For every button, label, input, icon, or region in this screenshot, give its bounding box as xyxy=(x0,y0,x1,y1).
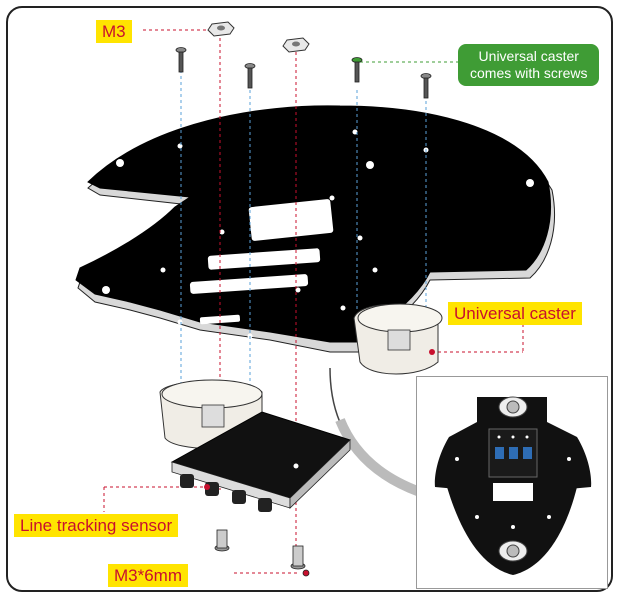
caster-icon xyxy=(353,303,443,375)
screw-icon xyxy=(175,47,432,99)
screw-icon xyxy=(214,529,310,577)
bottom-view-inset xyxy=(416,376,608,589)
wheel-belt xyxy=(335,418,422,497)
diagram-frame xyxy=(6,6,613,592)
sensor-board-icon xyxy=(170,411,351,512)
m3-screw-label: M3*6mm xyxy=(108,564,189,587)
screw-guide-lines xyxy=(180,70,427,440)
m3-nut-label: M3 xyxy=(96,20,132,43)
caster-icon xyxy=(498,396,528,562)
nut-icon xyxy=(282,37,310,53)
caster-screws-line2: comes with screws xyxy=(470,65,588,81)
bottom-view-diagram xyxy=(434,396,592,575)
caster-screws-line1: Universal caster xyxy=(478,48,579,64)
line-tracking-sensor-label: Line tracking sensor xyxy=(14,514,179,537)
universal-caster-label: Universal caster xyxy=(448,302,582,325)
caster-screws-callout: Universal caster comes with screws xyxy=(458,44,600,86)
nut-icon xyxy=(207,21,235,37)
